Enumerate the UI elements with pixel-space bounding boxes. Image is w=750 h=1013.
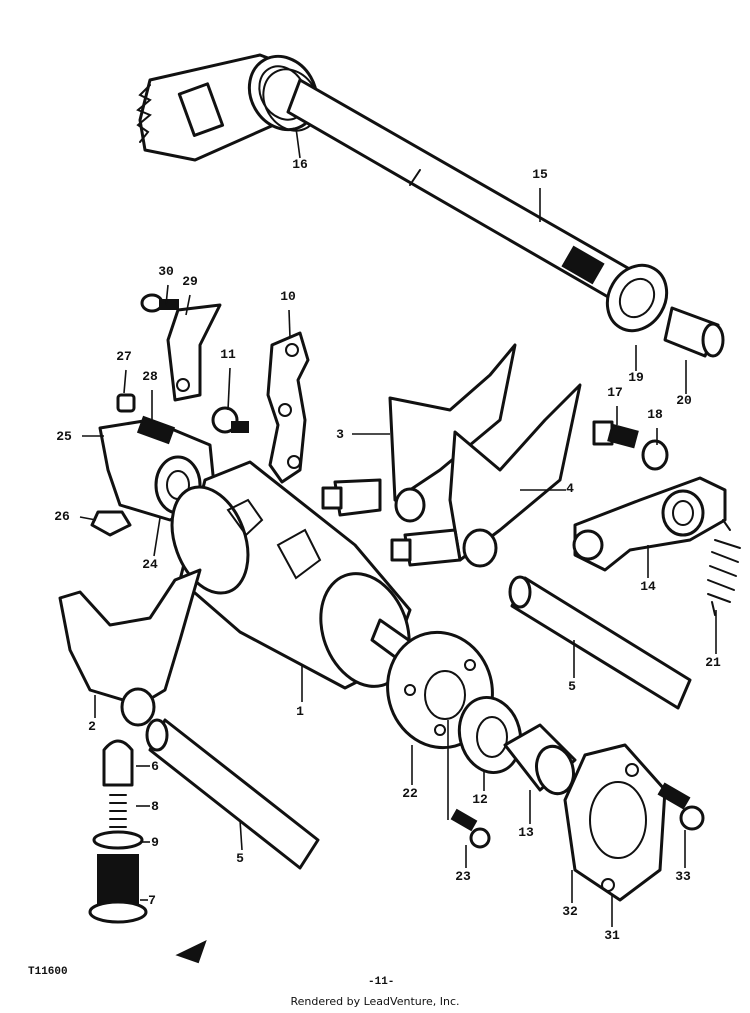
bolt-17-washer-18 bbox=[592, 420, 669, 471]
callout-c4: 4 bbox=[566, 481, 574, 496]
callout-c16: 16 bbox=[292, 157, 308, 172]
callout-c1: 1 bbox=[296, 704, 304, 719]
direction-arrow-icon bbox=[175, 940, 207, 964]
shift-fork-4 bbox=[390, 383, 582, 568]
leader-lines bbox=[79, 127, 717, 927]
callout-c13: 13 bbox=[518, 825, 534, 840]
shift-fork-3 bbox=[321, 343, 517, 523]
callout-c31: 31 bbox=[604, 928, 620, 943]
callout-c25: 25 bbox=[56, 429, 72, 444]
callout-c20: 20 bbox=[676, 393, 692, 408]
shift-fork-2 bbox=[58, 568, 202, 727]
washer-12 bbox=[457, 695, 523, 775]
callout-c18: 18 bbox=[647, 407, 663, 422]
callout-c28: 28 bbox=[142, 369, 158, 384]
callout-c29: 29 bbox=[182, 274, 198, 289]
screw-23 bbox=[450, 808, 491, 849]
callout-c26: 26 bbox=[54, 509, 70, 524]
fork-shaft-5-lower bbox=[145, 718, 320, 870]
shift-arm-14 bbox=[572, 476, 727, 572]
callout-c19: 19 bbox=[628, 370, 644, 385]
callout-c23: 23 bbox=[455, 869, 471, 884]
callout-c12: 12 bbox=[472, 792, 488, 807]
callout-c27: 27 bbox=[116, 349, 132, 364]
callout-c33: 33 bbox=[675, 869, 691, 884]
diagram-code: T11600 bbox=[28, 966, 68, 978]
spring-21 bbox=[707, 519, 741, 616]
callout-c7: 7 bbox=[148, 893, 156, 908]
stopper-plate bbox=[140, 293, 222, 402]
cover-31 bbox=[563, 743, 667, 902]
page-number: -11- bbox=[368, 976, 395, 988]
callout-c8: 8 bbox=[151, 799, 159, 814]
callout-c6: 6 bbox=[151, 759, 159, 774]
callout-c22: 22 bbox=[402, 786, 418, 801]
rendered-by-credit: Rendered by LeadVenture, Inc. bbox=[290, 995, 460, 1008]
fork-shaft-5-upper bbox=[508, 575, 692, 710]
screw-33 bbox=[657, 782, 705, 831]
cam-guide-plate bbox=[266, 331, 310, 484]
callout-c2: 2 bbox=[88, 719, 96, 734]
callout-c5a: 5 bbox=[568, 679, 576, 694]
callout-c11: 11 bbox=[220, 347, 236, 362]
bearing-13 bbox=[503, 723, 577, 796]
callout-c32: 32 bbox=[562, 904, 578, 919]
callout-c10: 10 bbox=[280, 289, 296, 304]
screw-11 bbox=[211, 406, 249, 434]
callout-c15: 15 bbox=[532, 167, 548, 182]
callout-c24: 24 bbox=[142, 557, 158, 572]
gearshift-shaft-assembly bbox=[136, 53, 725, 358]
callout-c21: 21 bbox=[705, 655, 721, 670]
callout-c30: 30 bbox=[158, 264, 174, 279]
callout-c9: 9 bbox=[151, 835, 159, 850]
callout-c14: 14 bbox=[640, 579, 656, 594]
callout-c3: 3 bbox=[336, 427, 344, 442]
neutral-detent-stack bbox=[88, 739, 148, 924]
callout-c17: 17 bbox=[607, 385, 623, 400]
callout-c5b: 5 bbox=[236, 851, 244, 866]
